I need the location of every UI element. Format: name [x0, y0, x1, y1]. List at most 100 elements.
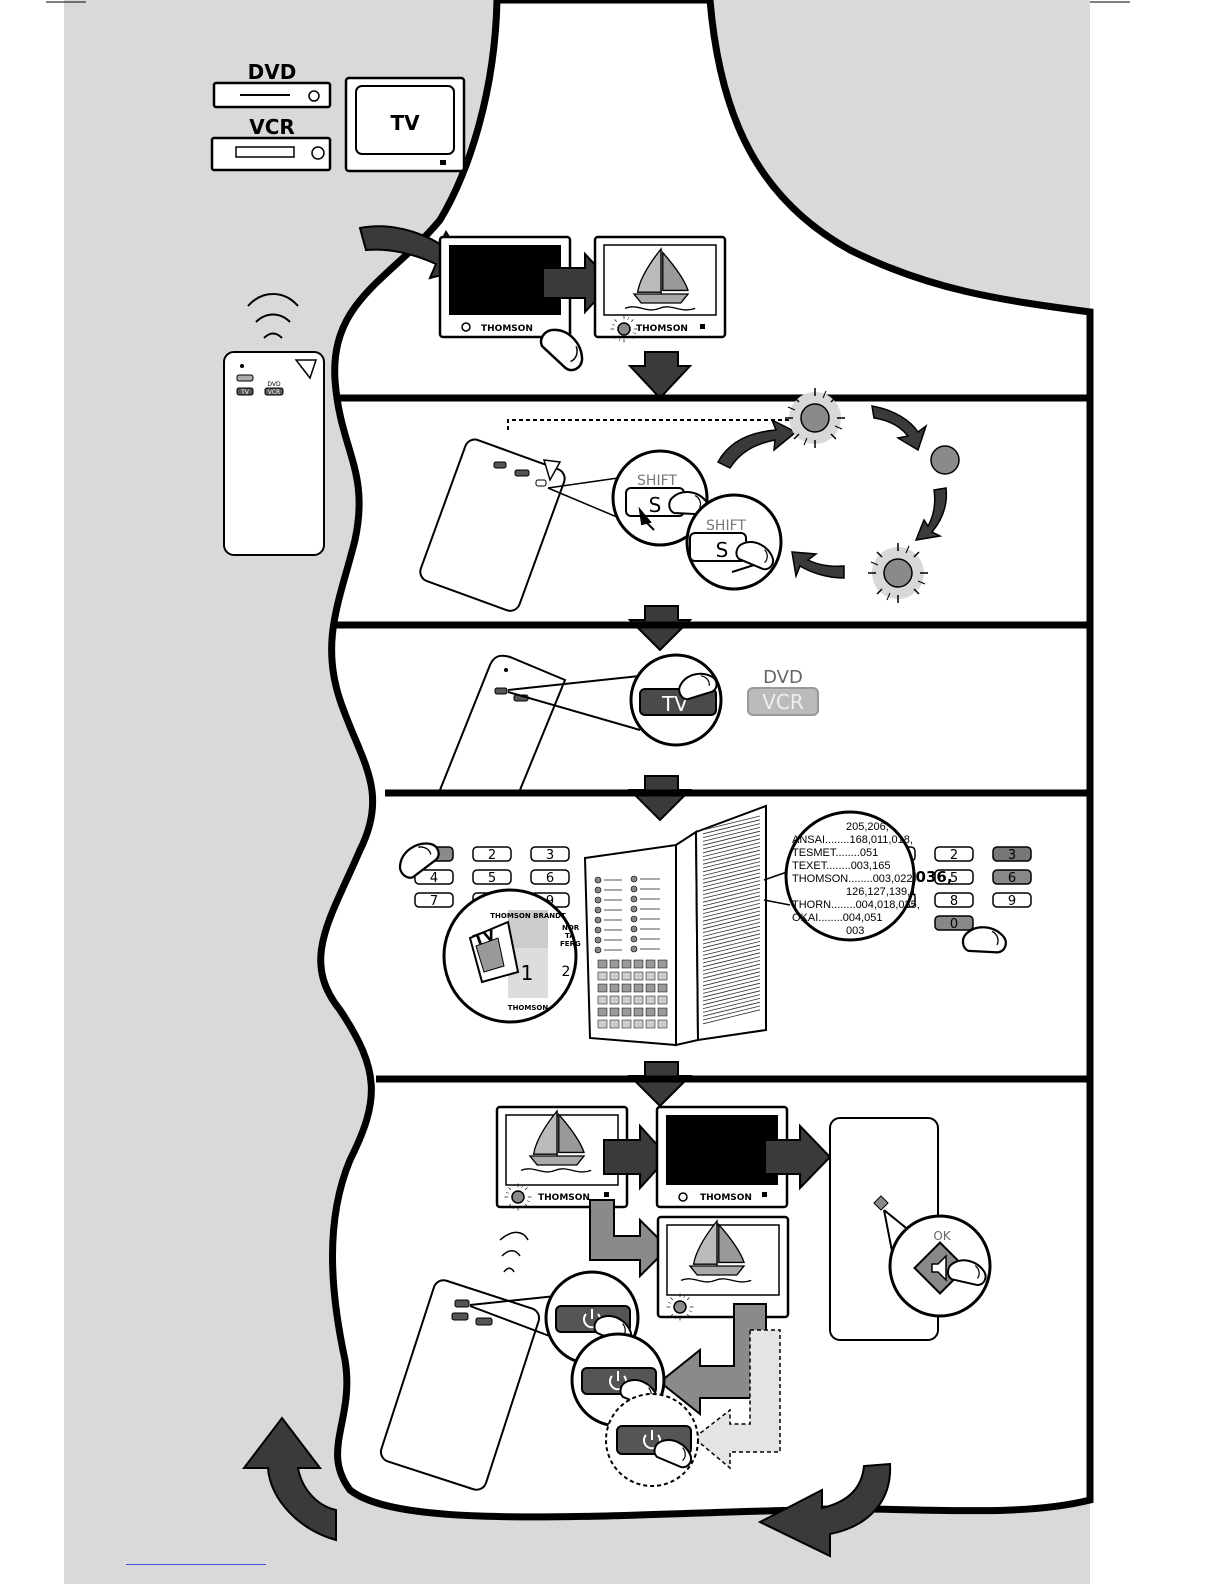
step2-remote [419, 419, 790, 612]
svg-text:3: 3 [1008, 848, 1016, 863]
vcr-key-label: VCR [762, 690, 804, 714]
cycle-arrow-icon [871, 405, 928, 452]
svg-text:5: 5 [488, 871, 496, 886]
keypad-key-5: 5 [472, 869, 512, 886]
shift-key: S [716, 538, 729, 562]
svg-text:6: 6 [1008, 871, 1016, 886]
svg-text:8: 8 [950, 894, 958, 909]
keypad-key-8: 8 [934, 892, 974, 909]
signal-wave-icon [247, 293, 299, 307]
booklet-digit: 2 [562, 964, 571, 980]
arrow-right-icon [603, 1123, 670, 1191]
code-line: OKAI........004,051 [792, 912, 883, 924]
device-group: DVD VCR TV [210, 60, 466, 173]
booklet-tab-side: NOR [562, 924, 580, 932]
keypad-key-3: 3 [530, 846, 570, 863]
keypad-key-3: 3 [992, 846, 1032, 863]
svg-text:9: 9 [1008, 894, 1016, 909]
keypad-left: 123456789 [414, 846, 570, 909]
step5-tv-on-2 [656, 1215, 790, 1321]
svg-text:4: 4 [430, 871, 438, 886]
shift-label: SHIFT [637, 473, 677, 489]
shift-label: SHIFT [706, 518, 746, 534]
code-line: THOMSON........003,022,036, [792, 868, 953, 886]
keypad-key-0: 0 [934, 915, 974, 932]
code-line: TESMET........051 [792, 847, 878, 859]
signal-wave-icon [499, 1231, 529, 1241]
keypad-key-2: 2 [472, 846, 512, 863]
shift-zoom-2: SHIFT S [685, 493, 783, 591]
shift-key: S [649, 493, 662, 517]
arrow-gray-icon [589, 1199, 670, 1279]
svg-text:2: 2 [488, 848, 496, 863]
step5-remote [379, 1231, 561, 1491]
code-line: 205,206, [846, 821, 889, 833]
keypad-key-6: 6 [992, 869, 1032, 886]
mute-icon [931, 1254, 947, 1282]
keypad-key-2: 2 [934, 846, 974, 863]
code-list-zoom: 205,206,ANSAI........168,011,018,TESMET.… [763, 810, 953, 942]
power-icon [609, 1371, 627, 1391]
keypad-key-5: 5 [934, 869, 974, 886]
arrow-down-icon [627, 351, 693, 400]
arrow-right-icon [764, 1123, 832, 1191]
ok-label: OK [933, 1229, 951, 1243]
tv-brand-label: THOMSON [700, 1193, 752, 1203]
cycle-arrow-icon [914, 487, 948, 541]
remote-vcr-key: VCR [268, 389, 280, 396]
shift-zoom-1: SHIFT S [611, 449, 711, 547]
code-line: TEXET........003,165 [792, 860, 890, 872]
led-icon [930, 445, 960, 475]
remote-dvd-label: DVD [267, 381, 281, 388]
vcr-device-label: VCR [249, 115, 295, 139]
remote-ok-panel: OK [829, 1117, 992, 1341]
keypad-key-7: 7 [414, 892, 454, 909]
dvd-label: DVD [763, 667, 803, 688]
svg-text:3: 3 [546, 848, 554, 863]
step5-tv-off: THOMSON [655, 1105, 789, 1209]
tv-brand-label: THOMSON [481, 324, 533, 334]
code-line: 126,127,139,1 [846, 886, 916, 898]
arrow-dashed-icon [692, 1329, 781, 1470]
tv-brand-label: THOMSON [538, 1193, 590, 1203]
power-zoom-3 [605, 1393, 699, 1487]
step5-tv-on: THOMSON [495, 1105, 629, 1211]
svg-text:9: 9 [546, 894, 554, 909]
svg-text:5: 5 [950, 871, 958, 886]
standby-led-icon [673, 1300, 687, 1314]
standby-led-icon [617, 322, 631, 336]
code-line: THORN........004,018,035, [792, 899, 920, 911]
booklet-tab-top: THOMSON BRANDT [490, 912, 566, 920]
booklet-tab-bottom: THOMSON [508, 1004, 549, 1012]
power-icon [643, 1430, 661, 1450]
svg-text:0: 0 [950, 917, 958, 932]
step1-tv-on: THOMSON [593, 235, 727, 343]
remote-left: DVD TV VCR [223, 293, 325, 556]
tv-brand-label: THOMSON [636, 324, 688, 334]
cycle-arrow-icon [791, 551, 845, 579]
step3-remote [439, 654, 641, 791]
booklet-digit: 1 [521, 961, 534, 985]
code-line: 003 [846, 925, 864, 937]
tv-device-label: TV [390, 111, 420, 135]
led-blink-1 [784, 387, 846, 449]
booklet-tab-side: TA [565, 932, 575, 940]
code-booklet [583, 804, 767, 1047]
keypad-key-9: 9 [992, 892, 1032, 909]
page-back-arrow-icon [241, 1416, 337, 1542]
dvd-device-label: DVD [248, 60, 297, 84]
code-line: ANSAI........168,011,018, [792, 834, 913, 846]
booklet-tab-zoom: THOMSON BRANDT NOR TA FERG 1 2 THOMSON T… [442, 888, 581, 1024]
remote-tv-key: TV [240, 389, 250, 396]
keypad-key-6: 6 [530, 869, 570, 886]
footer-link[interactable] [126, 1550, 266, 1565]
vcr-key [747, 687, 819, 716]
page-next-arrow-icon [757, 1462, 892, 1558]
booklet-tab-side: FERG [560, 940, 581, 948]
svg-text:2: 2 [950, 848, 958, 863]
svg-text:6: 6 [546, 871, 554, 886]
led-blink-2 [867, 542, 929, 604]
tv-key-zoom: TV [629, 653, 723, 747]
standby-led-icon [511, 1190, 525, 1204]
